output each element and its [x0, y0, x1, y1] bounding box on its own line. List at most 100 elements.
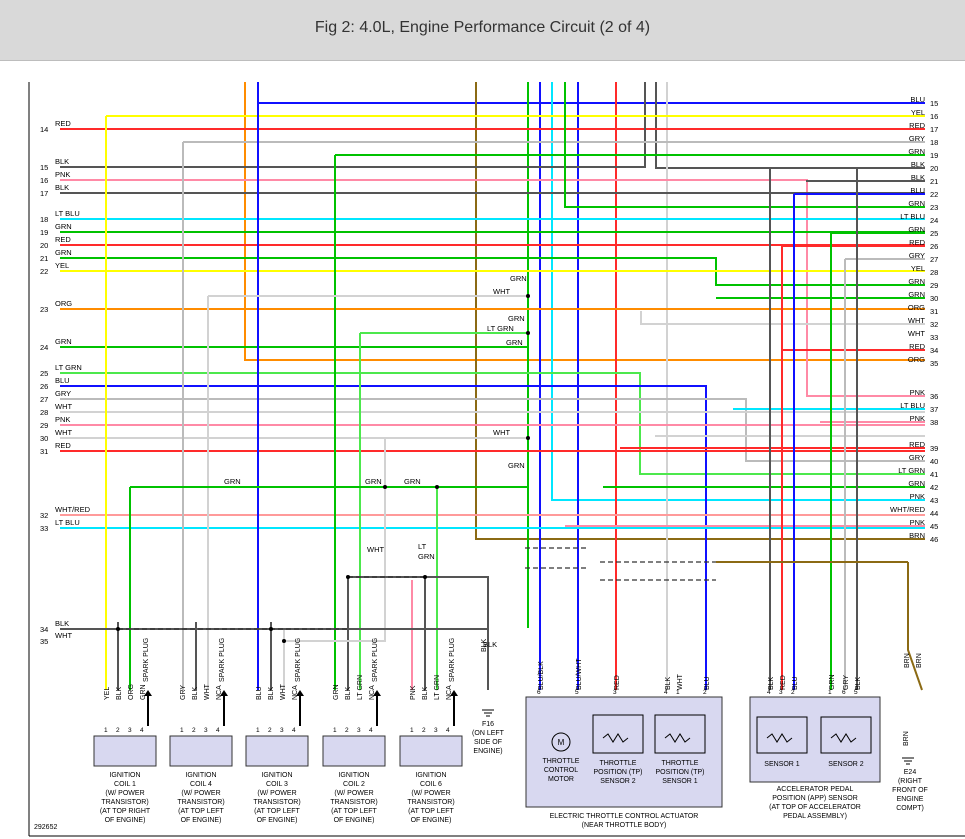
spark-plug-arrow: [450, 690, 458, 726]
right-wire-color: PNK: [910, 388, 925, 397]
coil-3-pin-number: 2: [268, 727, 272, 734]
coil-6-label: COIL 6: [420, 781, 442, 788]
left-pin-number: 22: [40, 267, 48, 276]
coil-2-pin-number: 4: [369, 727, 373, 734]
coil-3-label: (W/ POWER: [257, 790, 296, 797]
app-wire-label: BLU: [792, 676, 799, 690]
right-pin-number: 24: [930, 216, 938, 225]
coil-3-pin-number: 1: [256, 727, 260, 734]
coil-1-pin-number: 1: [104, 727, 108, 734]
splice-dot: [346, 575, 350, 579]
page-title: Fig 2: 4.0L, Engine Performance Circuit …: [314, 19, 651, 36]
left-pin-number: 16: [40, 176, 48, 185]
app-sensor1-label: SENSOR 1: [764, 761, 800, 768]
coil-1-pin-number: 3: [128, 727, 132, 734]
right-wire-color: YEL: [911, 108, 925, 117]
left-wire-color: BLK: [55, 157, 69, 166]
wire-pnk-16: [60, 179, 925, 397]
coil-1-label: OF ENGINE): [105, 817, 146, 824]
right-wire-color: GRY: [909, 134, 925, 143]
motor-symbol-label: M: [558, 738, 565, 747]
coil-6-pin-wire: BLK: [422, 686, 429, 700]
etc-tp2-label: THROTTLE: [600, 760, 637, 767]
etc-pin-number: 4: [664, 689, 668, 696]
left-pin-number: 21: [40, 254, 48, 263]
tp1-box: [654, 714, 706, 754]
right-wire-color: RED: [909, 238, 925, 247]
left-wire-color: LT BLU: [55, 518, 80, 527]
coil-1-pin-wire: ORG: [128, 684, 135, 700]
app-sensor2-box: [820, 716, 872, 754]
spark-plug-arrow: [220, 690, 228, 726]
right-pin-number: 45: [930, 522, 938, 531]
right-pin-number: 43: [930, 496, 938, 505]
app-sensor1-box: [756, 716, 808, 754]
left-pin-number: 20: [40, 241, 48, 250]
etc-pin-number: 5: [575, 689, 579, 696]
right-pin-number: 26: [930, 242, 938, 251]
coil-6-pin-number: 1: [410, 727, 414, 734]
coil-2-pin-wire: GRN: [333, 684, 340, 700]
coil-2-pin-wire: LT GRN: [357, 675, 364, 700]
right-wire-color: GRN: [908, 199, 925, 208]
mid-wire-label: WHT: [493, 428, 510, 437]
coil-1-spark-label: SPARK PLUG: [143, 638, 150, 682]
etc-pin-number: 2: [703, 689, 707, 696]
right-wire-color: YEL: [911, 264, 925, 273]
coil-6-pin-wire: LT GRN: [434, 675, 441, 700]
coil-6-pin-wire: NCA: [446, 685, 453, 700]
wire-blu-15: [257, 82, 925, 104]
right-pin-number: 22: [930, 190, 938, 199]
right-pin-number: 39: [930, 444, 938, 453]
header-bar: Fig 2: 4.0L, Engine Performance Circuit …: [0, 0, 965, 61]
right-wire-color: LT BLU: [900, 401, 925, 410]
coil-1-pin-wire: YEL: [104, 687, 111, 700]
splice-dot: [526, 436, 530, 440]
resistor-icon: [602, 733, 629, 743]
component-layer: [93, 294, 914, 808]
app-title: ACCELERATOR PEDAL: [777, 786, 854, 793]
f16-label: ENGINE): [473, 748, 502, 755]
e24-label: COMPT): [896, 805, 924, 812]
right-wire-color: GRN: [908, 290, 925, 299]
etc-motor-label: MOTOR: [548, 776, 574, 783]
coil-4-box: [169, 735, 233, 767]
wire-blk-15: [60, 82, 646, 168]
left-wire-color: PNK: [55, 415, 70, 424]
etc-actuator-box: [525, 696, 723, 808]
right-pin-number: 21: [930, 177, 938, 186]
right-wire-color: BLU: [910, 95, 925, 104]
left-wire-color: BLK: [55, 183, 69, 192]
left-pin-number: 28: [40, 408, 48, 417]
left-pin-number: 31: [40, 447, 48, 456]
app-sensor2-label: SENSOR 2: [828, 761, 864, 768]
diagram-frame: [28, 82, 965, 837]
etc-pin-number: 1: [676, 689, 680, 696]
right-wire-color: BLK: [911, 173, 925, 182]
e24-label: FRONT OF: [892, 787, 928, 794]
app-title: (AT TOP OF ACCELERATOR: [769, 804, 861, 811]
wire-blk-20: [655, 82, 925, 169]
left-wire-color: BLK: [55, 619, 69, 628]
splice-dot: [269, 627, 273, 631]
left-pin-number: 30: [40, 434, 48, 443]
left-wire-color: GRY: [55, 389, 71, 398]
right-pin-number: 46: [930, 535, 938, 544]
e24-label: E24: [904, 769, 917, 776]
wire-org-35: [244, 82, 925, 361]
etc-tp1-label: SENSOR 1: [662, 778, 698, 785]
coil-3-label: (AT TOP LEFT: [254, 808, 300, 815]
coil-2-label: OF ENGINE): [334, 817, 375, 824]
shield-layer: [118, 547, 716, 630]
right-pin-number: 18: [930, 138, 938, 147]
right-pin-number: 36: [930, 392, 938, 401]
coil-6-spark-label: SPARK PLUG: [449, 638, 456, 682]
right-pin-number: 40: [930, 457, 938, 466]
spark-plug-arrow: [296, 690, 304, 726]
coil-4-pin-number: 2: [192, 727, 196, 734]
resistor-icon: [830, 733, 857, 743]
right-wire-color: GRY: [909, 251, 925, 260]
ground-icon: [902, 757, 914, 765]
coil-2-pin-wire: NCA: [369, 685, 376, 700]
right-pin-number: 25: [930, 229, 938, 238]
